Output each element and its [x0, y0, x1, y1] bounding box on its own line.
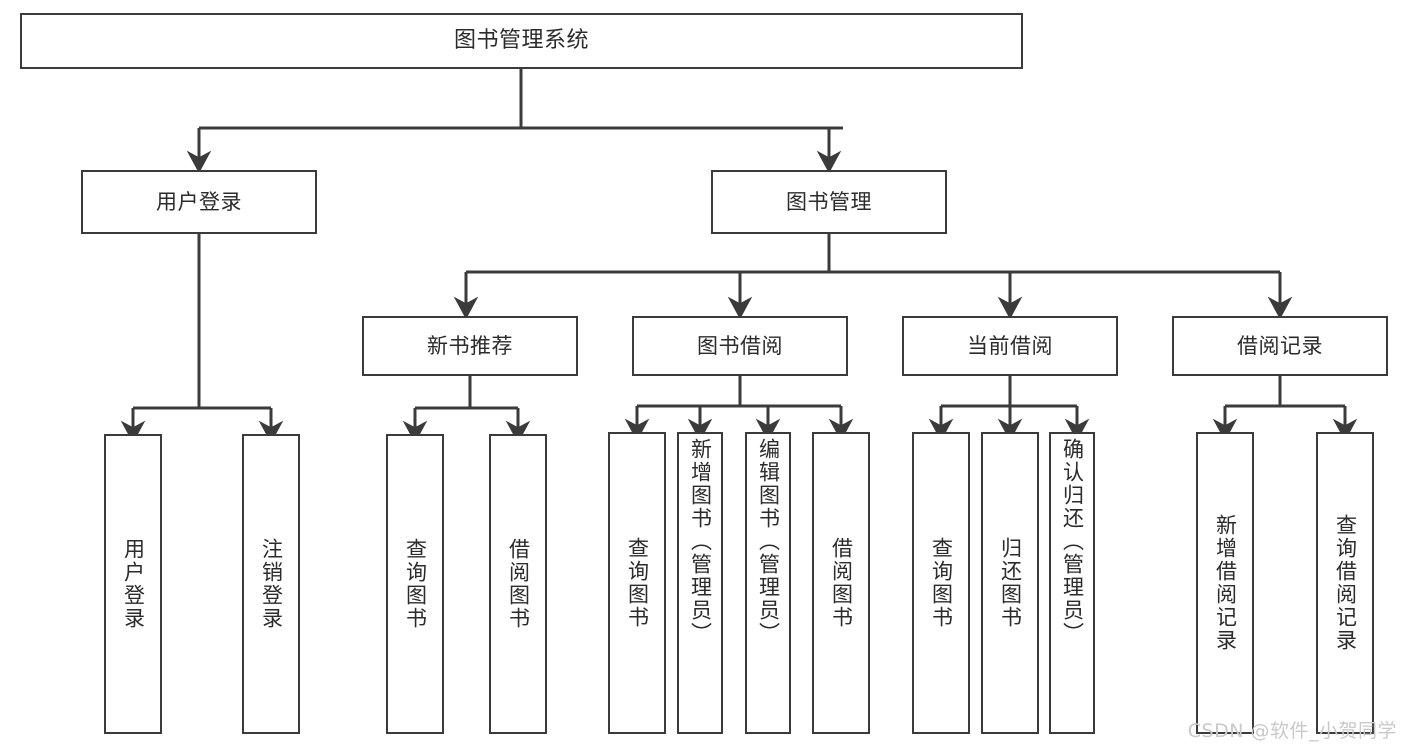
node-label: 归还图书: [998, 537, 1023, 629]
node-label: 借阅记录: [1237, 333, 1323, 358]
node-label: 新增图书（管理员）: [688, 438, 713, 645]
node-leaf-user-login[interactable]: 用户登录: [104, 434, 162, 734]
node-label: 新书推荐: [427, 333, 513, 358]
node-label: 图书管理: [786, 189, 872, 214]
node-label: 借阅图书: [829, 537, 854, 629]
node-label: 查询图书: [403, 538, 428, 630]
node-label: 当前借阅: [967, 333, 1053, 358]
node-leaf-edit-book-admin[interactable]: 编辑图书（管理员）: [745, 432, 791, 734]
node-book-borrow[interactable]: 图书借阅: [632, 316, 848, 376]
node-label: 图书借阅: [697, 333, 783, 358]
node-label: 编辑图书（管理员）: [756, 438, 781, 645]
node-label: 用户登录: [156, 189, 242, 214]
node-user-login[interactable]: 用户登录: [81, 170, 317, 234]
node-label: 新增借阅记录: [1213, 514, 1238, 652]
node-new-book-recommend[interactable]: 新书推荐: [362, 316, 578, 376]
node-label: 查询图书: [625, 537, 650, 629]
node-label: 用户登录: [121, 538, 146, 630]
node-leaf-confirm-return-admin[interactable]: 确认归还（管理员）: [1049, 432, 1095, 734]
watermark: CSDN @软件_小贺同学: [1187, 720, 1397, 742]
node-label: 查询图书: [929, 537, 954, 629]
node-current-borrow[interactable]: 当前借阅: [902, 316, 1118, 376]
node-leaf-add-borrow-record[interactable]: 新增借阅记录: [1196, 432, 1254, 734]
node-leaf-logout-login[interactable]: 注销登录: [242, 434, 300, 734]
node-leaf-query-book-borrow[interactable]: 查询图书: [608, 432, 666, 734]
node-label: 确认归还（管理员）: [1060, 438, 1085, 645]
node-leaf-query-book-recommend[interactable]: 查询图书: [386, 434, 444, 734]
node-label: 借阅图书: [506, 538, 531, 630]
node-borrow-record[interactable]: 借阅记录: [1172, 316, 1388, 376]
node-label: 查询借阅记录: [1333, 514, 1358, 652]
node-leaf-query-borrow-record[interactable]: 查询借阅记录: [1316, 432, 1374, 734]
node-leaf-borrow-book[interactable]: 借阅图书: [812, 432, 870, 734]
node-book-management[interactable]: 图书管理: [711, 170, 947, 234]
node-root-book-management-system[interactable]: 图书管理系统: [20, 13, 1023, 69]
node-label: 图书管理系统: [453, 28, 589, 54]
node-leaf-borrow-book-recommend[interactable]: 借阅图书: [489, 434, 547, 734]
node-label: 注销登录: [259, 538, 284, 630]
node-leaf-return-book[interactable]: 归还图书: [981, 432, 1039, 734]
node-leaf-add-book-admin[interactable]: 新增图书（管理员）: [677, 432, 723, 734]
node-leaf-query-book-current[interactable]: 查询图书: [912, 432, 970, 734]
